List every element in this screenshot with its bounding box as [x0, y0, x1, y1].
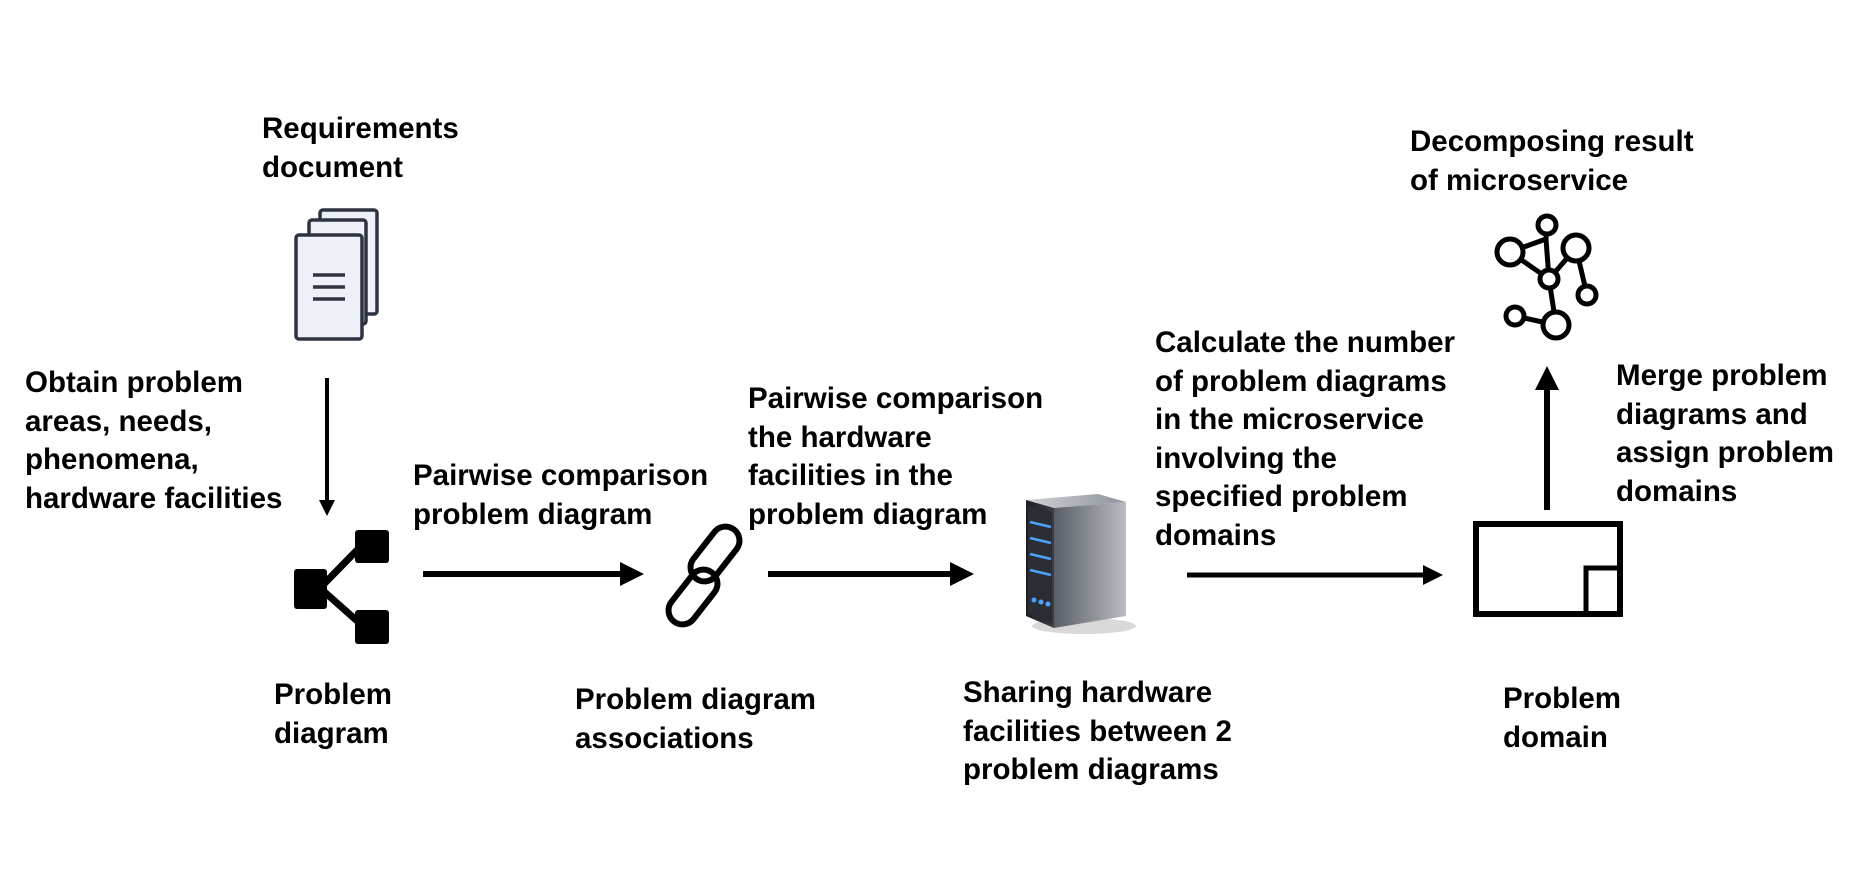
- pairwise-problem-diagram-label: Pairwise comparison problem diagram: [413, 459, 709, 531]
- requirements-document-label: Requirements document: [262, 112, 459, 184]
- microservice-graph-icon: [1494, 213, 1599, 341]
- problem-domain-label: Problem domain: [1503, 682, 1622, 754]
- server-icon: [1026, 494, 1136, 634]
- pairwise-hardware-label: Pairwise comparison the hardware facilit…: [748, 382, 1044, 531]
- decomposing-result-label: Decomposing result of microservice: [1410, 125, 1694, 197]
- tree-diagram-icon: [294, 530, 389, 644]
- sharing-hardware-label: Sharing hardware facilities between 2 pr…: [963, 676, 1232, 786]
- chain-link-icon: [665, 523, 743, 628]
- document-stack-icon: [294, 208, 379, 341]
- problem-domain-box-icon: [1473, 521, 1623, 617]
- problem-diagram-associations-label: Problem diagram associations: [575, 683, 816, 755]
- obtain-step-label: Obtain problem areas, needs, phenomena, …: [25, 366, 283, 515]
- calculate-step-label: Calculate the number of problem diagrams…: [1155, 326, 1455, 552]
- problem-diagram-label: Problem diagram: [274, 678, 393, 750]
- merge-step-label: Merge problem diagrams and assign proble…: [1616, 359, 1835, 508]
